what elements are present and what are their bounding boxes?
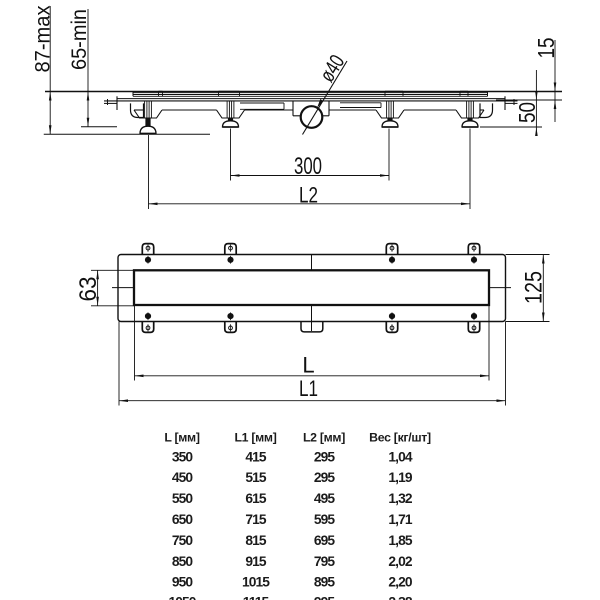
svg-text:1050: 1050 [168, 594, 196, 600]
svg-text:415: 415 [245, 449, 267, 464]
svg-text:65-min: 65-min [68, 9, 91, 70]
svg-text:1,19: 1,19 [388, 470, 412, 485]
svg-text:450: 450 [172, 470, 194, 485]
svg-text:L2: L2 [299, 182, 318, 207]
svg-text:87-max: 87-max [31, 5, 54, 72]
svg-text:915: 915 [245, 554, 267, 569]
svg-text:715: 715 [245, 512, 267, 527]
svg-text:515: 515 [245, 470, 267, 485]
svg-text:1,04: 1,04 [388, 449, 412, 464]
svg-text:63: 63 [75, 277, 102, 302]
svg-text:L: L [302, 352, 314, 377]
svg-text:1,71: 1,71 [388, 512, 412, 527]
svg-text:850: 850 [172, 554, 194, 569]
svg-text:Вес [кг/шт]: Вес [кг/шт] [369, 430, 431, 444]
svg-text:615: 615 [245, 491, 267, 506]
svg-text:L [мм]: L [мм] [164, 430, 199, 444]
svg-text:650: 650 [172, 512, 194, 527]
svg-text:950: 950 [172, 575, 194, 590]
svg-text:550: 550 [172, 491, 194, 506]
svg-text:2,38: 2,38 [388, 594, 412, 600]
svg-text:1115: 1115 [243, 594, 270, 600]
svg-text:L1: L1 [299, 376, 318, 401]
svg-text:1,32: 1,32 [388, 491, 412, 506]
svg-text:1,85: 1,85 [388, 533, 412, 548]
svg-text:995: 995 [314, 594, 336, 600]
svg-text:295: 295 [314, 470, 336, 485]
svg-text:350: 350 [172, 449, 194, 464]
svg-text:L2 [мм]: L2 [мм] [303, 430, 345, 444]
svg-text:815: 815 [245, 533, 267, 548]
svg-text:895: 895 [314, 575, 336, 590]
svg-text:300: 300 [294, 153, 322, 180]
svg-text:695: 695 [314, 533, 336, 548]
svg-text:2,02: 2,02 [388, 554, 412, 569]
svg-text:125: 125 [521, 271, 548, 304]
svg-text:50: 50 [514, 102, 540, 123]
svg-text:595: 595 [314, 512, 336, 527]
svg-text:750: 750 [172, 533, 194, 548]
svg-text:295: 295 [314, 449, 336, 464]
svg-text:L1 [мм]: L1 [мм] [234, 430, 276, 444]
svg-text:495: 495 [314, 491, 336, 506]
svg-text:2,20: 2,20 [388, 575, 412, 590]
svg-text:795: 795 [314, 554, 336, 569]
svg-text:1015: 1015 [242, 575, 270, 590]
svg-text:15: 15 [533, 38, 559, 59]
